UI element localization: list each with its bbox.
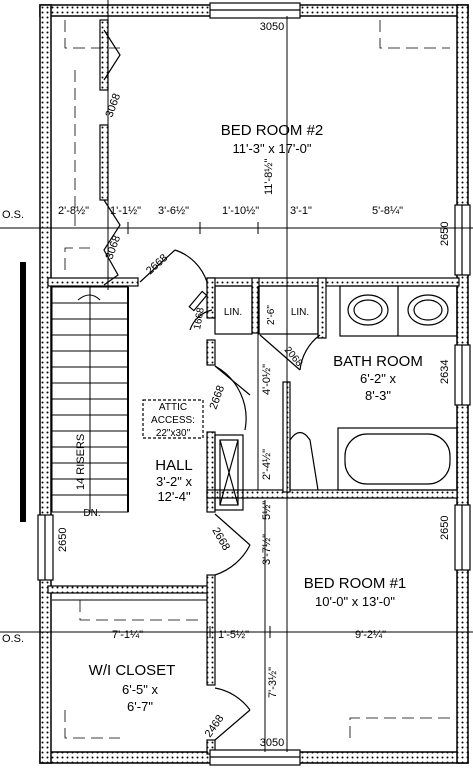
- lin-2: LIN.: [291, 307, 309, 318]
- door-2668-a: [139, 249, 208, 283]
- attic-line2: ACCESS:: [151, 415, 195, 426]
- window-right-3: [454, 504, 471, 571]
- dim-v1: 11'-8½": [263, 159, 275, 195]
- dim-v4: 5½": [261, 501, 273, 520]
- bifold-door-2: [103, 199, 121, 286]
- stairs-dn: DN.: [83, 508, 100, 519]
- exterior-walls: [39, 4, 469, 764]
- door-label-8: 2468: [203, 713, 227, 740]
- door-label-6: 2668: [208, 384, 228, 411]
- window-label-left1: 2650: [57, 528, 69, 552]
- closet-name: W/I CLOSET: [89, 662, 176, 679]
- door-label-7: 2668: [209, 526, 232, 553]
- door-1668: [188, 290, 213, 331]
- os-bottom: O.S.: [2, 633, 24, 645]
- window-right-2: [454, 344, 471, 406]
- door-label-2: 3068: [104, 234, 124, 261]
- closet-h: 6'-7": [127, 699, 153, 714]
- window-right-1: [454, 204, 471, 276]
- door-label-4: 1668: [192, 306, 207, 330]
- windows: [37, 2, 471, 766]
- window-label-top: 3050: [260, 21, 284, 33]
- bed1-size: 10'-0" x 13'-0": [315, 594, 395, 609]
- door-label-1: 3068: [104, 92, 124, 119]
- dimension-lines: [0, 0, 473, 752]
- door-2668-c: [214, 513, 251, 576]
- stairs-risers: 14 RISERS: [75, 434, 87, 490]
- hall-name: HALL: [155, 457, 193, 474]
- dashed-outlines: [64, 20, 450, 739]
- os-top: O.S.: [2, 209, 24, 221]
- bed1-name: BED ROOM #1: [304, 575, 407, 592]
- dim-a4: 1'-10½": [222, 205, 259, 217]
- window-left-1: [37, 514, 54, 581]
- bifold-door-1: [103, 29, 121, 81]
- bath-w: 6'-2" x: [360, 371, 396, 386]
- hall-h: 12'-4": [157, 489, 191, 504]
- bathtub: [337, 427, 458, 491]
- dim-a2: 1'-1½": [110, 205, 141, 217]
- stair-rail: [20, 262, 26, 522]
- stairs: [51, 286, 129, 513]
- dim-v3: 2'-4½": [261, 449, 273, 480]
- dimension-labels: 2'-8½" 1'-1½" 3'-6½" 1'-10½" 3'-1" 5'-8¼…: [58, 159, 403, 698]
- bath-h: 8'-3": [365, 388, 391, 403]
- door-2468: [214, 687, 251, 741]
- sink-1: [347, 294, 389, 326]
- dim-b2: 1'-5½": [218, 629, 249, 641]
- window-label-bottom: 3050: [260, 737, 284, 749]
- dim-b3: 9'-2¼": [355, 629, 386, 641]
- dim-a5: 3'-1": [290, 205, 312, 217]
- lin-1: LIN.: [224, 307, 242, 318]
- toilet: [289, 431, 319, 491]
- attic-line1: ATTIC: [159, 402, 187, 413]
- window-labels: 3050 3050 2650 2634 2650 2650: [57, 21, 451, 749]
- window-label-right1: 2650: [439, 222, 451, 246]
- door-2668-b: [214, 365, 251, 431]
- attic-access-box: [214, 434, 244, 511]
- window-top: [209, 2, 301, 19]
- dim-v6: 7'-3½": [267, 667, 279, 698]
- bed2-name: BED ROOM #2: [221, 122, 324, 139]
- dim-a1: 2'-8½": [58, 205, 89, 217]
- attic-line3: 22"x30": [156, 428, 191, 439]
- dim-v2: 4'-0½": [261, 364, 273, 395]
- dim-a3: 3'-6½": [158, 205, 189, 217]
- dim-b1: 7'-1¼": [112, 629, 143, 641]
- linen-closet-2: [258, 285, 319, 335]
- door-label-3: 2668: [144, 252, 170, 277]
- window-label-right2: 2634: [439, 360, 451, 384]
- window-bottom: [209, 749, 301, 766]
- doors: [103, 29, 321, 741]
- fixtures: [52, 285, 458, 601]
- closet-w: 6'-5" x: [122, 682, 158, 697]
- window-label-right3: 2650: [439, 516, 451, 540]
- door-2068: [259, 334, 321, 371]
- sink-2: [407, 294, 449, 326]
- dim-v5: 3'-7½": [261, 534, 273, 565]
- linen-closet-1: [214, 285, 253, 335]
- room-labels: BED ROOM #2 11'-3" x 17'-0" BATH ROOM 6'…: [2, 122, 423, 714]
- bath-name: BATH ROOM: [333, 353, 423, 370]
- hall-w: 3'-2" x: [156, 474, 192, 489]
- dim-l1: 2'-6": [266, 305, 277, 325]
- bed2-size: 11'-3" x 17'-0": [233, 141, 312, 156]
- dim-a6: 5'-8¼": [372, 205, 403, 217]
